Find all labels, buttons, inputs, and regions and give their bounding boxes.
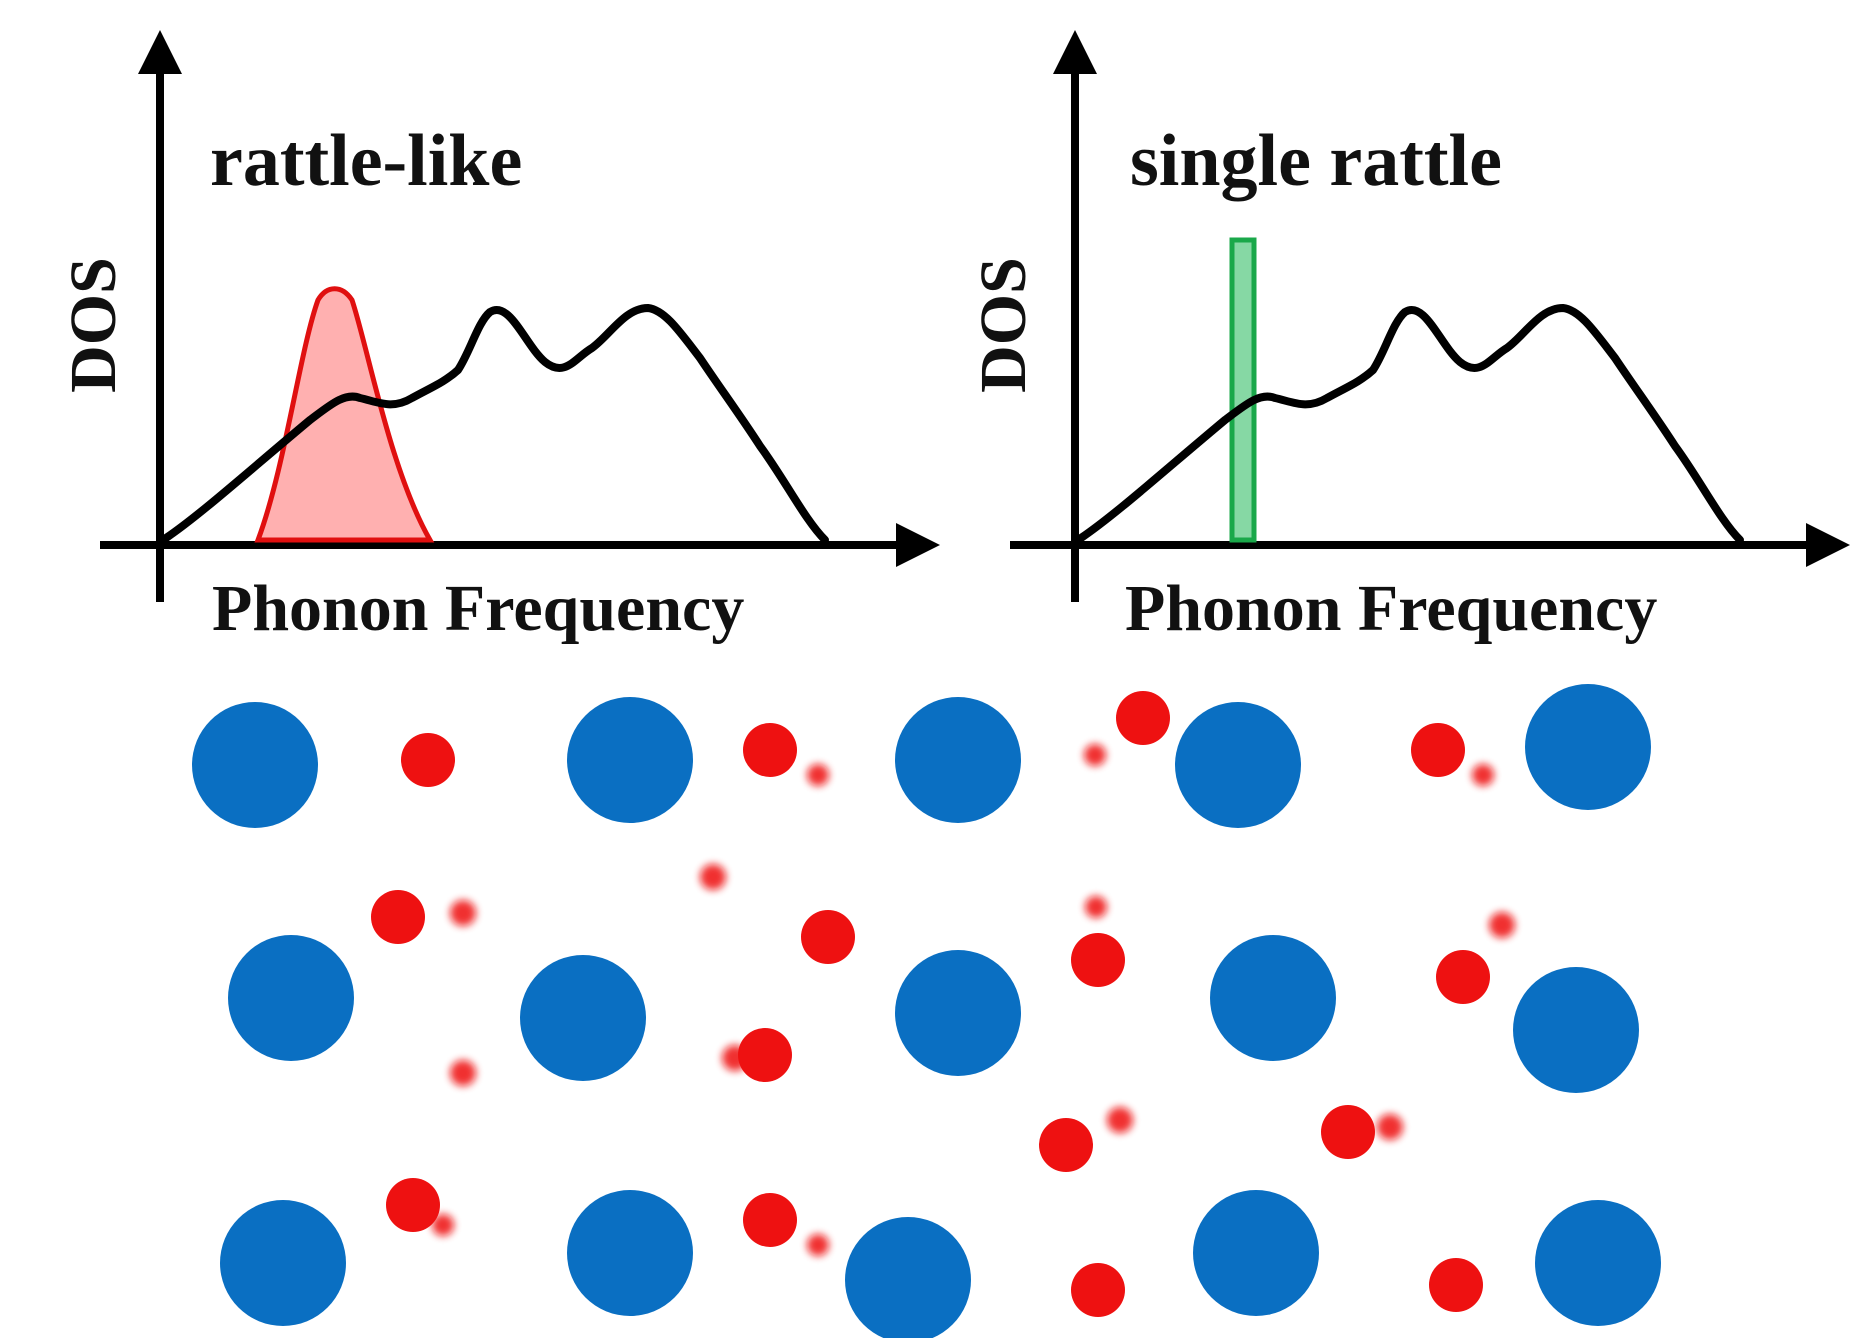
host-atom: [845, 1217, 971, 1338]
rattler-ghost: [432, 1214, 454, 1236]
host-atoms: [192, 684, 1661, 1338]
rattler-atom: [371, 890, 425, 944]
host-atom: [520, 955, 646, 1081]
host-atom: [1535, 1200, 1661, 1326]
rattler-ghosts: [432, 744, 1515, 1256]
x-axis-label: Phonon Frequency: [1125, 572, 1657, 645]
y-axis-label: DOS: [57, 257, 130, 393]
atomic-lattice: [192, 684, 1661, 1338]
rattler-ghost: [450, 900, 476, 926]
panel-title: rattle-like: [210, 120, 522, 202]
rattler-atom: [1116, 691, 1170, 745]
rattler-atom: [386, 1178, 440, 1232]
rattler-ghost: [1377, 1114, 1403, 1140]
panel-rattle-like: rattle-like DOS Phonon Frequency: [57, 30, 940, 645]
rattler-atom: [743, 723, 797, 777]
rattler-atom: [1071, 1263, 1125, 1317]
rattler-ghost: [1085, 896, 1107, 918]
rattler-atom: [1071, 933, 1125, 987]
host-atom: [1193, 1190, 1319, 1316]
single-rattle-bar: [1229, 237, 1257, 543]
rattler-atom: [1411, 723, 1465, 777]
rattler-ghost: [1472, 764, 1494, 786]
rattler-atoms: [371, 691, 1490, 1317]
dos-curve: [1077, 304, 1744, 544]
rattler-atom: [743, 1193, 797, 1247]
host-atom: [192, 702, 318, 828]
rattler-atom: [801, 910, 855, 964]
rattler-atom: [1039, 1118, 1093, 1172]
rattler-ghost: [807, 764, 829, 786]
rattler-atom: [1429, 1258, 1483, 1312]
dos-curve: [162, 304, 829, 544]
rattle-peak-fill: [254, 286, 435, 543]
panel-title: single rattle: [1130, 120, 1502, 202]
rattler-ghost: [807, 1234, 829, 1256]
host-atom: [228, 935, 354, 1061]
rattler-ghost: [1084, 744, 1106, 766]
rattler-atom: [738, 1028, 792, 1082]
rattler-atom: [1321, 1105, 1375, 1159]
rattler-ghost: [1107, 1107, 1133, 1133]
rattler-ghost: [700, 864, 726, 890]
host-atom: [1525, 684, 1651, 810]
panel-single-rattle: single rattle DOS Phonon Frequency: [967, 30, 1850, 645]
host-atom: [1513, 967, 1639, 1093]
rattler-ghost: [1489, 912, 1515, 938]
y-axis-label: DOS: [967, 257, 1040, 393]
host-atom: [220, 1200, 346, 1326]
host-atom: [567, 1190, 693, 1316]
x-axis-label: Phonon Frequency: [212, 572, 744, 645]
host-atom: [567, 697, 693, 823]
host-atom: [1175, 702, 1301, 828]
rattler-ghost: [450, 1060, 476, 1086]
host-atom: [895, 950, 1021, 1076]
rattler-atom: [401, 733, 455, 787]
rattler-atom: [1436, 950, 1490, 1004]
host-atom: [895, 697, 1021, 823]
host-atom: [1210, 935, 1336, 1061]
